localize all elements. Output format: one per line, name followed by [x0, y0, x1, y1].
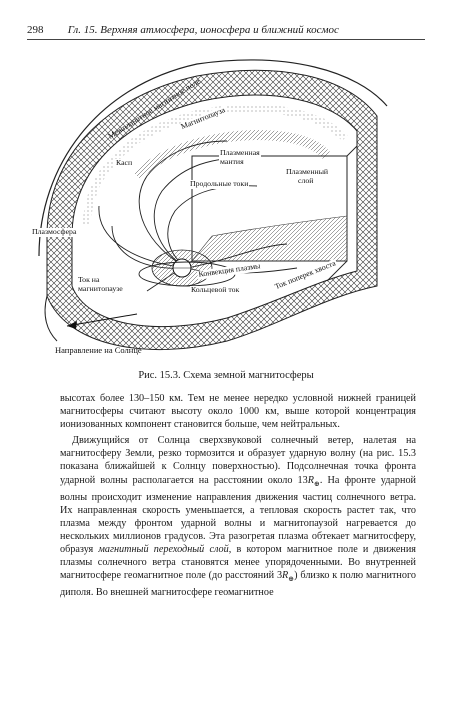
- label-plasma-layer-2: слой: [297, 176, 315, 186]
- label-plasma-mantle-1: Плазменная: [219, 148, 261, 158]
- label-plasmasphere: Плазмосфера: [31, 227, 78, 237]
- sun-direction-arrow: [66, 313, 138, 327]
- label-magnetopause-current-2: магнитопаузе: [77, 284, 124, 294]
- body-text: высотах более 130–150 км. Тем не менее н…: [60, 392, 416, 599]
- page-number: 298: [27, 24, 44, 36]
- label-plasma-layer-1: Плазменный: [285, 167, 330, 177]
- label-magnetopause-current-1: Ток на: [77, 275, 101, 285]
- figure-caption: Рис. 15.3. Схема земной магнитосферы: [138, 370, 314, 381]
- plasma-mantle-band: [133, 130, 331, 180]
- label-sun-direction: Направление на Солнце: [55, 345, 142, 355]
- magnetopause-band: [83, 104, 348, 227]
- paragraph-2: Движущийся от Солнца сверхзвуковой солне…: [60, 435, 417, 599]
- label-ring-current: Кольцевой ток: [190, 285, 241, 295]
- label-tail-currents: Продольные токи: [189, 179, 250, 189]
- magnetosphere-figure: Межпланетное магнитное поле Магнитопауза…: [27, 46, 425, 364]
- paragraph-1: высотах более 130–150 км. Тем не менее н…: [60, 393, 416, 431]
- page-header: 298 Гл. 15. Верхняя атмосфера, ионосфера…: [27, 24, 425, 40]
- plasma-sheet: [191, 215, 348, 262]
- magnetosphere-diagram: [38, 59, 388, 351]
- label-plasma-mantle-2: мантия: [219, 157, 245, 167]
- chapter-title: Гл. 15. Верхняя атмосфера, ионосфера и б…: [67, 24, 339, 36]
- term-magnetosheath: магнитный переходный слой: [98, 544, 229, 556]
- label-cusp: Касп: [115, 158, 134, 168]
- bow-shock-line: [38, 59, 388, 257]
